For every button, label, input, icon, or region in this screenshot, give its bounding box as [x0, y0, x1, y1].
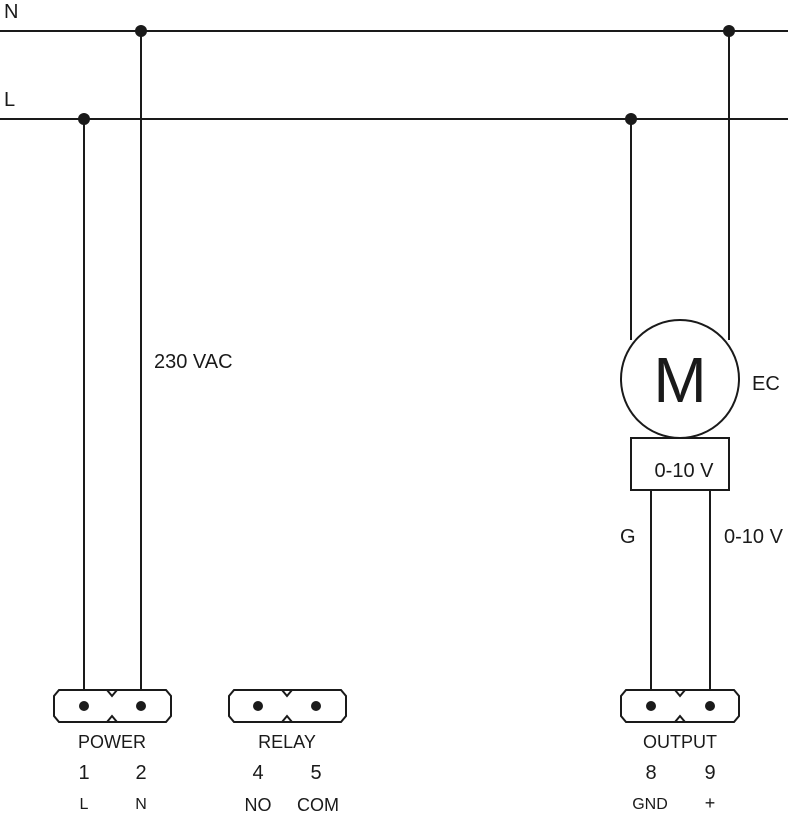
terminal-2-screw — [136, 701, 146, 711]
line-rail-label: L — [4, 89, 15, 111]
terminal-block-title-relay: RELAY — [258, 732, 316, 752]
motor-circle — [620, 319, 740, 439]
junction-dot-l-motor — [625, 113, 637, 125]
junction-dot-n-motor — [723, 25, 735, 37]
terminal-4-screw — [253, 701, 263, 711]
terminal-pin-label-4: NO — [245, 795, 272, 815]
terminal-9-screw — [705, 701, 715, 711]
terminal-8-screw — [646, 701, 656, 711]
motor-type-label: EC — [752, 373, 780, 395]
terminal-number-4: 4 — [252, 762, 263, 784]
supply-voltage-label: 230 VAC — [154, 351, 233, 373]
terminal-block-title-power: POWER — [78, 732, 146, 752]
terminal-block-output: OUTPUT 8 9 GND + — [620, 689, 740, 813]
signal-wire-label: 0-10 V — [724, 526, 784, 548]
terminal-block-relay: RELAY 4 5 NO COM — [228, 689, 347, 815]
terminal-number-8: 8 — [645, 762, 656, 784]
junction-dot-l-power — [78, 113, 90, 125]
terminal-number-9: 9 — [704, 762, 715, 784]
terminal-pin-label-8: GND — [632, 796, 668, 813]
terminal-block-power: POWER 1 2 L N — [53, 689, 172, 813]
terminal-number-2: 2 — [135, 762, 146, 784]
terminal-pin-label-2: N — [135, 796, 147, 813]
neutral-rail-label: N — [4, 1, 18, 23]
terminal-block-title-output: OUTPUT — [643, 732, 717, 752]
motor-symbol: M — [653, 344, 706, 416]
terminal-pin-label-1: L — [80, 796, 89, 813]
terminal-5-screw — [311, 701, 321, 711]
terminal-number-1: 1 — [78, 762, 89, 784]
terminal-pin-label-5: COM — [297, 795, 339, 815]
terminal-pin-label-9: + — [705, 793, 716, 813]
junction-dot-n-power — [135, 25, 147, 37]
terminal-1-screw — [79, 701, 89, 711]
terminal-number-5: 5 — [310, 762, 321, 784]
motor-control-label: 0-10 V — [655, 460, 715, 482]
gnd-wire-label: G — [620, 526, 636, 548]
